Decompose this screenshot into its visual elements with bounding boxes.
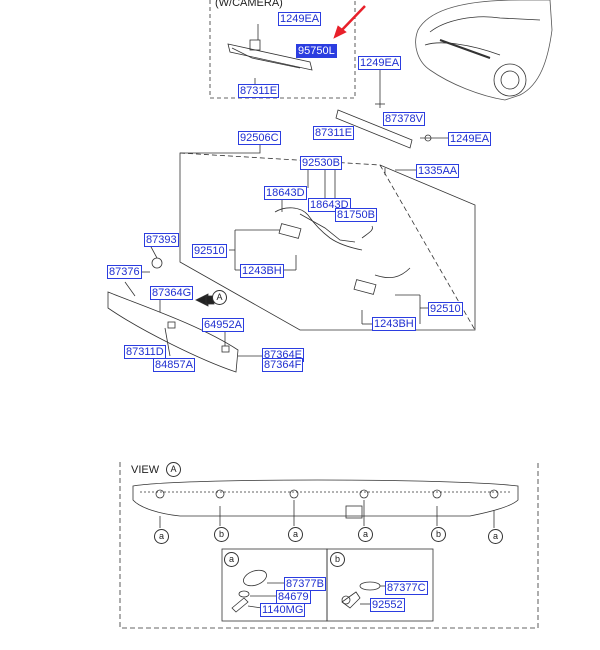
marker-a-1: a [154,529,169,544]
part-label-64952A[interactable]: 64952A [202,318,244,332]
part-label-84679[interactable]: 84679 [276,590,311,604]
part-label-92506C[interactable]: 92506C [238,131,281,145]
part-label-87311D[interactable]: 87311D [124,345,166,359]
part-label-18643D-a[interactable]: 18643D [264,186,307,200]
part-label-1249EA-mid[interactable]: 1249EA [358,56,402,70]
part-label-95750L[interactable]: 95750L [296,44,337,58]
view-letter-marker: A [166,462,181,477]
part-label-87311E-mid[interactable]: 87311E [313,126,355,140]
part-label-1249EA-right[interactable]: 1249EA [448,132,492,146]
part-label-1243BH-right[interactable]: 1243BH [372,317,416,331]
marker-b-1: b [214,527,229,542]
callout-letter-marker: A [212,290,227,305]
part-label-92510-right[interactable]: 92510 [428,302,463,316]
part-label-87377C[interactable]: 87377C [385,581,428,595]
part-label-87378V[interactable]: 87378V [383,112,425,126]
detail-b-marker: b [330,552,345,567]
part-label-1140MG[interactable]: 1140MG [260,603,306,617]
part-label-92510-left[interactable]: 92510 [192,244,227,258]
part-label-87364G[interactable]: 87364G [150,286,194,300]
part-label-1335AA[interactable]: 1335AA [416,164,460,178]
part-label-87376[interactable]: 87376 [107,265,142,279]
part-label-87364F[interactable]: 87364F [262,358,304,372]
part-label-92530B[interactable]: 92530B [300,156,342,170]
detail-a-marker: a [224,552,239,567]
part-label-81750B[interactable]: 81750B [335,208,377,222]
part-label-87393[interactable]: 87393 [144,233,179,247]
marker-a-2: a [288,527,303,542]
part-label-87311E-top[interactable]: 87311E [238,84,280,98]
part-label-87377B[interactable]: 87377B [284,577,326,591]
part-label-1249EA-top[interactable]: 1249EA [278,12,322,26]
camera-note: (W/CAMERA) [215,0,283,9]
marker-a-3: a [358,527,373,542]
marker-a-4: a [488,529,503,544]
part-label-84857A[interactable]: 84857A [153,358,195,372]
view-title: VIEW [131,464,160,476]
part-label-1243BH-left[interactable]: 1243BH [240,264,284,278]
marker-b-2: b [431,527,446,542]
part-label-92552[interactable]: 92552 [370,598,405,612]
